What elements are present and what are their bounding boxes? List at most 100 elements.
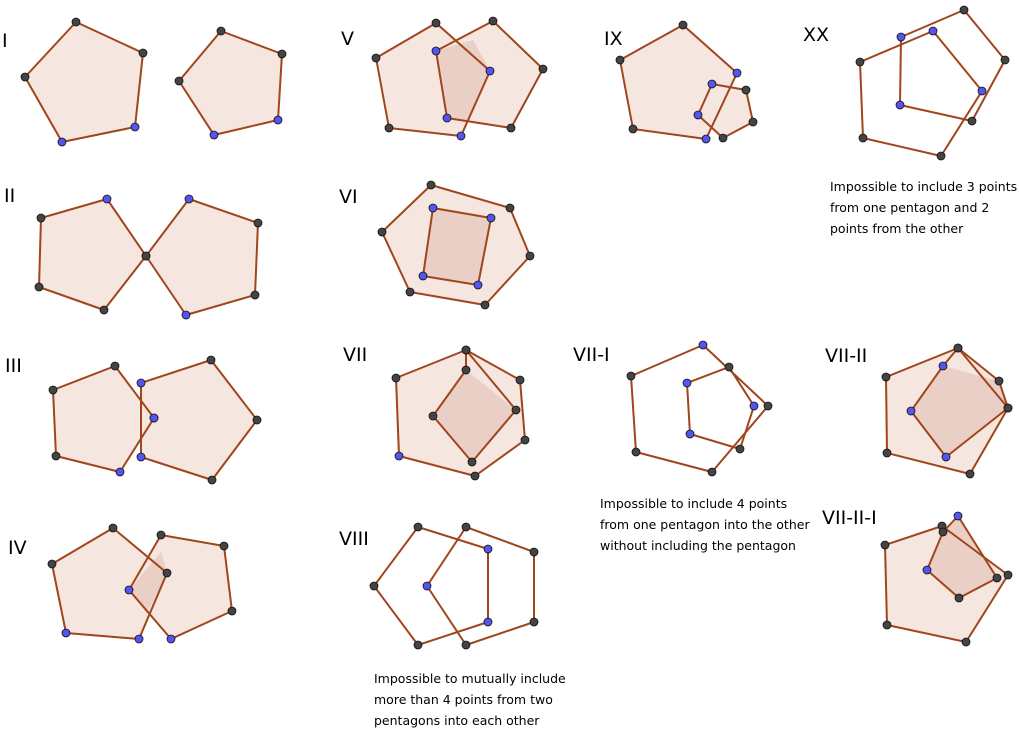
- figure-ii: [34, 194, 263, 320]
- figure-iii-polygon-fill-2: [141, 360, 257, 480]
- panel-label-vii: VII: [343, 344, 368, 366]
- figure-iv-vertex-2-1: [156, 530, 166, 540]
- figure-xx-polygon-edge-1: [899, 9, 1006, 122]
- figure-vii: [391, 345, 530, 481]
- note-viii-line-3: pentagons into each other: [374, 713, 540, 728]
- note-viii-line-1: Impossible to mutually include: [374, 671, 566, 686]
- figure-i-vertex-2-4: [209, 130, 219, 140]
- figure-v-vertex-2-2: [538, 64, 548, 74]
- figure-v-vertex-1-2: [485, 66, 495, 76]
- figure-vi-vertex-1-1: [426, 180, 436, 190]
- figure-i-vertex-2-5: [174, 76, 184, 86]
- figure-iii-vertex-1-4: [51, 451, 61, 461]
- figure-vii-vertex-2-2: [511, 405, 521, 415]
- figure-vii-ii-vertex-2-2: [1003, 403, 1013, 413]
- figure-vi: [377, 180, 535, 310]
- figure-vii-ii-i-vertex-2-2: [992, 573, 1002, 583]
- figure-ix-vertex-2-4: [693, 110, 703, 120]
- figure-vii-ii-vertex-1-5: [882, 448, 892, 458]
- figure-vii-i-vertex-1-3: [707, 467, 717, 477]
- note-xx-line-2: from one pentagon and 2: [830, 200, 990, 215]
- figure-ii-vertex-2-4: [181, 310, 191, 320]
- figure-i-vertex-1-5: [20, 72, 30, 82]
- figure-vii-ii-i-vertex-2-5: [938, 527, 948, 537]
- figure-xx-vertex-1-1: [959, 5, 969, 15]
- figure-i-vertex-1-3: [130, 122, 140, 132]
- figure-iv: [47, 523, 237, 644]
- figure-vii-i-vertex-2-5: [682, 378, 692, 388]
- figure-vii-vertex-1-3: [520, 435, 530, 445]
- figure-vii-ii-i-overlap-region: [927, 516, 997, 598]
- figure-vii-ii-i-vertex-1-3: [961, 637, 971, 647]
- figure-viii-vertex-1-5: [369, 581, 379, 591]
- figure-vi-vertex-2-4: [418, 271, 428, 281]
- figure-xx-vertex-1-3: [967, 116, 977, 126]
- figure-iii-vertex-2-2: [252, 415, 262, 425]
- figure-vii-ii-vertex-1-6: [881, 372, 891, 382]
- figure-v-vertex-2-4: [442, 113, 452, 123]
- panel-label-ix: IX: [604, 28, 623, 50]
- figure-iii-polygon-fill-1: [53, 366, 154, 472]
- figure-viii-vertex-2-2: [529, 547, 539, 557]
- figure-v-vertex-2-3: [506, 123, 516, 133]
- figure-ix-vertex-2-1: [741, 85, 751, 95]
- figure-xx-vertex-1-4: [895, 100, 905, 110]
- figure-vii-ii-vertex-2-4: [906, 406, 916, 416]
- figure-viii-polygon-edge-2: [426, 526, 535, 646]
- note-xx-line-3: points from the other: [830, 221, 964, 236]
- figure-i-polygon-edge-1: [24, 21, 144, 143]
- panel-label-xx: XX: [803, 24, 830, 46]
- figure-iii-vertex-1-1: [110, 361, 120, 371]
- figure-xx-vertex-2-4: [858, 133, 868, 143]
- figure-vi-vertex-1-4: [480, 300, 490, 310]
- figure-vii-ii-vertex-2-5: [938, 361, 948, 371]
- figure-vii-i-vertex-1-4: [631, 447, 641, 457]
- note-xx-line-1: Impossible to include 3 points: [830, 179, 1018, 194]
- figure-ix-polygon-edge-1: [619, 24, 738, 140]
- figure-vii-i-vertex-1-1: [698, 340, 708, 350]
- figure-vii-i-vertex-2-4: [685, 429, 695, 439]
- figure-v: [371, 16, 548, 141]
- figure-ix-vertex-2-2: [748, 117, 758, 127]
- figure-vii-vertex-1-5: [394, 451, 404, 461]
- figure-iii-vertex-2-3: [207, 475, 217, 485]
- figure-vii-ii-overlap-region: [911, 366, 1008, 457]
- figure-ii-polygon-fill-2: [146, 199, 258, 315]
- figure-xx-vertex-1-2: [1000, 55, 1010, 65]
- figure-iv-vertex-1-1: [108, 523, 118, 533]
- figure-vii-ii-i-vertex-1-2: [1003, 570, 1013, 580]
- figure-ix-vertex-2-3: [718, 133, 728, 143]
- figure-iv-overlap-region: [129, 552, 167, 613]
- figure-xx-vertex-2-1: [928, 26, 938, 36]
- figure-vi-vertex-2-3: [473, 280, 483, 290]
- figure-vi-vertex-1-5: [405, 287, 415, 297]
- figure-vii-ii: [881, 343, 1013, 479]
- figure-i-polygon-fill-2: [179, 31, 282, 135]
- figure-ii-polygon-edge-1: [38, 198, 147, 311]
- figure-vi-vertex-1-6: [377, 227, 387, 237]
- figure-viii-vertex-1-1: [413, 522, 423, 532]
- figure-iv-vertex-2-2: [219, 541, 229, 551]
- figure-v-polygon-edge-2: [435, 20, 544, 129]
- figure-vii-ii-vertex-2-3: [941, 452, 951, 462]
- figure-vii-ii-i-vertex-2-1: [953, 511, 963, 521]
- note-xx: Impossible to include 3 points from one …: [830, 176, 1017, 239]
- figure-i-vertex-1-2: [138, 48, 148, 58]
- figure-iii-vertex-1-5: [48, 385, 58, 395]
- figure-vii-i-vertex-2-3: [735, 444, 745, 454]
- figure-iv-vertex-1-4: [61, 628, 71, 638]
- figure-ii-vertex-1-1: [102, 194, 112, 204]
- figure-ix-vertex-1-3: [701, 134, 711, 144]
- figure-ii-polygon-edge-2: [145, 198, 259, 316]
- figure-xx-vertex-2-3: [936, 151, 946, 161]
- figure-ix-polygon-edge-2: [697, 83, 754, 139]
- figure-ii-vertex-2-3: [250, 290, 260, 300]
- figure-iv-vertex-1-3: [134, 634, 144, 644]
- figure-vii-ii-i-vertex-1-4: [882, 620, 892, 630]
- note-viii: Impossible to mutually include more than…: [374, 668, 566, 731]
- figure-i: [20, 17, 287, 147]
- figure-vii-ii-vertex-1-2: [994, 376, 1004, 386]
- figure-vi-vertex-2-1: [428, 203, 438, 213]
- figure-vi-overlap-region: [423, 208, 491, 285]
- figure-ix-vertex-1-5: [615, 55, 625, 65]
